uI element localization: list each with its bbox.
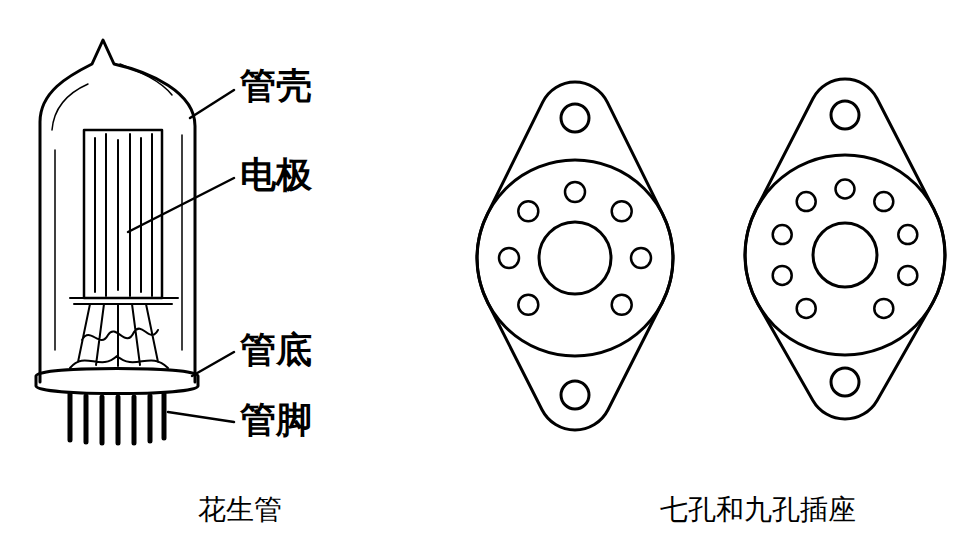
socket-body [745,155,945,355]
pin-holes [499,182,651,315]
electrode [84,130,162,298]
mounting-hole [831,101,859,129]
seven-pin-socket [477,82,673,430]
leader-line [168,412,234,422]
part-label: 管底 [240,330,312,371]
peanut-tube [36,40,198,443]
mounting-hole [561,104,589,132]
tube-pins [70,394,164,443]
part-label: 管脚 [240,400,312,441]
nine-pin-socket [745,79,945,419]
electrode-lines [95,134,152,296]
socket-plate [477,82,673,430]
figure-caption: 七孔和九孔插座 [660,494,856,526]
tube-stem [70,304,168,368]
tube-base [36,369,198,394]
pin-holes [773,180,918,318]
leader-line [192,352,234,376]
socket-plate [745,79,945,419]
leader-line [128,178,234,232]
mounting-hole [561,381,589,409]
socket-body [477,160,673,356]
mica-support [70,298,178,304]
leader-line [190,90,234,118]
mounting-hole [831,368,859,396]
center-hole [539,222,611,294]
part-label: 管壳 [240,66,312,107]
center-hole [813,223,877,287]
part-label: 电极 [240,155,312,196]
figure-caption: 花生管 [198,494,282,526]
leader-lines [128,90,234,422]
